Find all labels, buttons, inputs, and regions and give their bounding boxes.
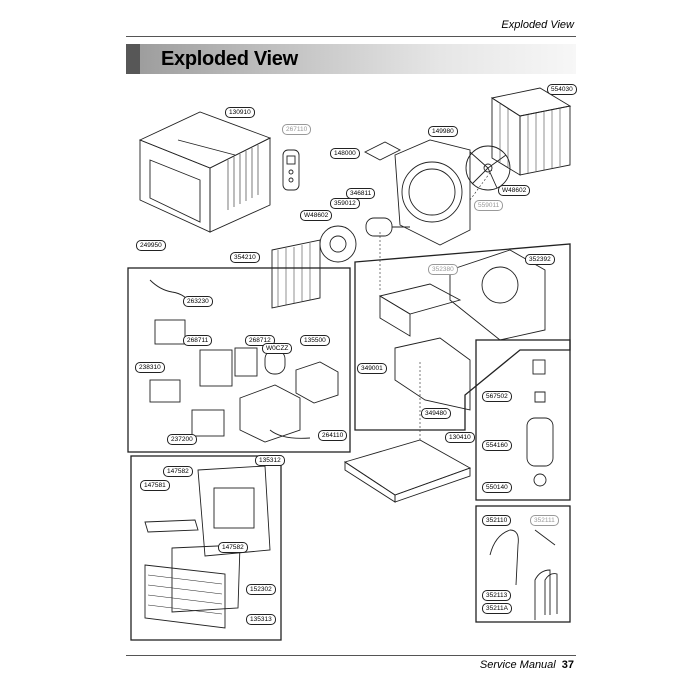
part-label-149980: 149980 (428, 126, 458, 137)
part-label-559011: 559011 (474, 200, 504, 211)
part-label-130410: 130410 (445, 432, 475, 443)
part-label-35211a: 35211A (482, 603, 512, 614)
part-label-147581: 147581 (140, 480, 170, 491)
cabinet-drawing (138, 111, 272, 233)
part-label-268712: 268712 (245, 335, 275, 346)
part-label-263230: 263230 (183, 296, 213, 307)
page-number: 37 (561, 659, 574, 671)
footer-manual-name: Service Manual (479, 659, 556, 671)
part-label-352110: 352110 (482, 515, 512, 526)
control-parts-drawing (149, 279, 339, 443)
part-label-349001: 349001 (357, 363, 387, 374)
compressor-group-frame (475, 339, 571, 501)
part-label-352392: 352392 (525, 254, 555, 265)
part-label-135313: 135313 (246, 614, 276, 625)
condenser-coil-drawing (490, 87, 572, 176)
part-label-130910: 130910 (225, 107, 255, 118)
part-label-148000: 148000 (330, 148, 360, 159)
compressor-drawing (526, 359, 554, 487)
control-group-frame (127, 267, 351, 453)
evaporator-coil-drawing (271, 239, 321, 309)
part-label-352111: 352111 (530, 515, 559, 526)
part-label-349480: 349480 (421, 408, 451, 419)
header-rule (126, 36, 576, 37)
part-label-550140: 550140 (482, 482, 512, 493)
part-label-352380: 352380 (428, 264, 458, 275)
shroud-drawing (364, 139, 471, 246)
part-label-359012: 359012 (330, 198, 360, 209)
refrigerant-pipes-drawing (489, 529, 558, 620)
part-label-135312: 135312 (255, 455, 285, 466)
section-banner: Exploded View (126, 44, 576, 74)
part-label-w48602-condenser: W48602 (498, 185, 531, 196)
footer: Service Manual 37 (480, 659, 574, 671)
part-label-135500: 135500 (300, 335, 330, 346)
header-section-title: Exploded View (501, 19, 574, 31)
front-grille-drawing (144, 465, 271, 629)
refrigerant-pipe-group-frame (475, 505, 571, 623)
part-label-267110: 267110 (282, 124, 312, 135)
part-label-w48602-blower: W48602 (300, 210, 333, 221)
part-label-147582-bottom: 147582 (218, 542, 248, 553)
part-label-352113: 352113 (482, 590, 512, 601)
part-label-147582-top: 147582 (163, 466, 193, 477)
part-label-354210: 354210 (230, 252, 260, 263)
part-label-346811: 346811 (346, 188, 376, 199)
part-label-554160: 554160 (482, 440, 512, 451)
part-label-237200: 237200 (167, 434, 197, 445)
banner-title: Exploded View (161, 48, 298, 70)
front-grille-group-frame (130, 455, 282, 641)
banner-tab (126, 44, 140, 74)
part-label-264110: 264110 (318, 430, 348, 441)
part-label-554030: 554030 (547, 84, 577, 95)
part-label-238310: 238310 (135, 362, 165, 373)
base-pan-drawing (343, 439, 472, 503)
part-label-268711: 268711 (183, 335, 213, 346)
remote-controller-drawing (282, 149, 300, 191)
condenser-fan-drawing (465, 145, 511, 191)
part-label-w0czz: W0CZZ (262, 343, 293, 354)
part-label-152302: 152302 (246, 584, 276, 595)
air-guide-drawing (378, 249, 546, 411)
blower-fan-drawing (319, 225, 357, 263)
part-label-567502: 567502 (482, 391, 512, 402)
fan-motor-drawing (365, 217, 410, 237)
footer-rule (126, 655, 576, 656)
part-label-249950: 249950 (136, 240, 166, 251)
evaporator-group-frame (354, 243, 571, 431)
